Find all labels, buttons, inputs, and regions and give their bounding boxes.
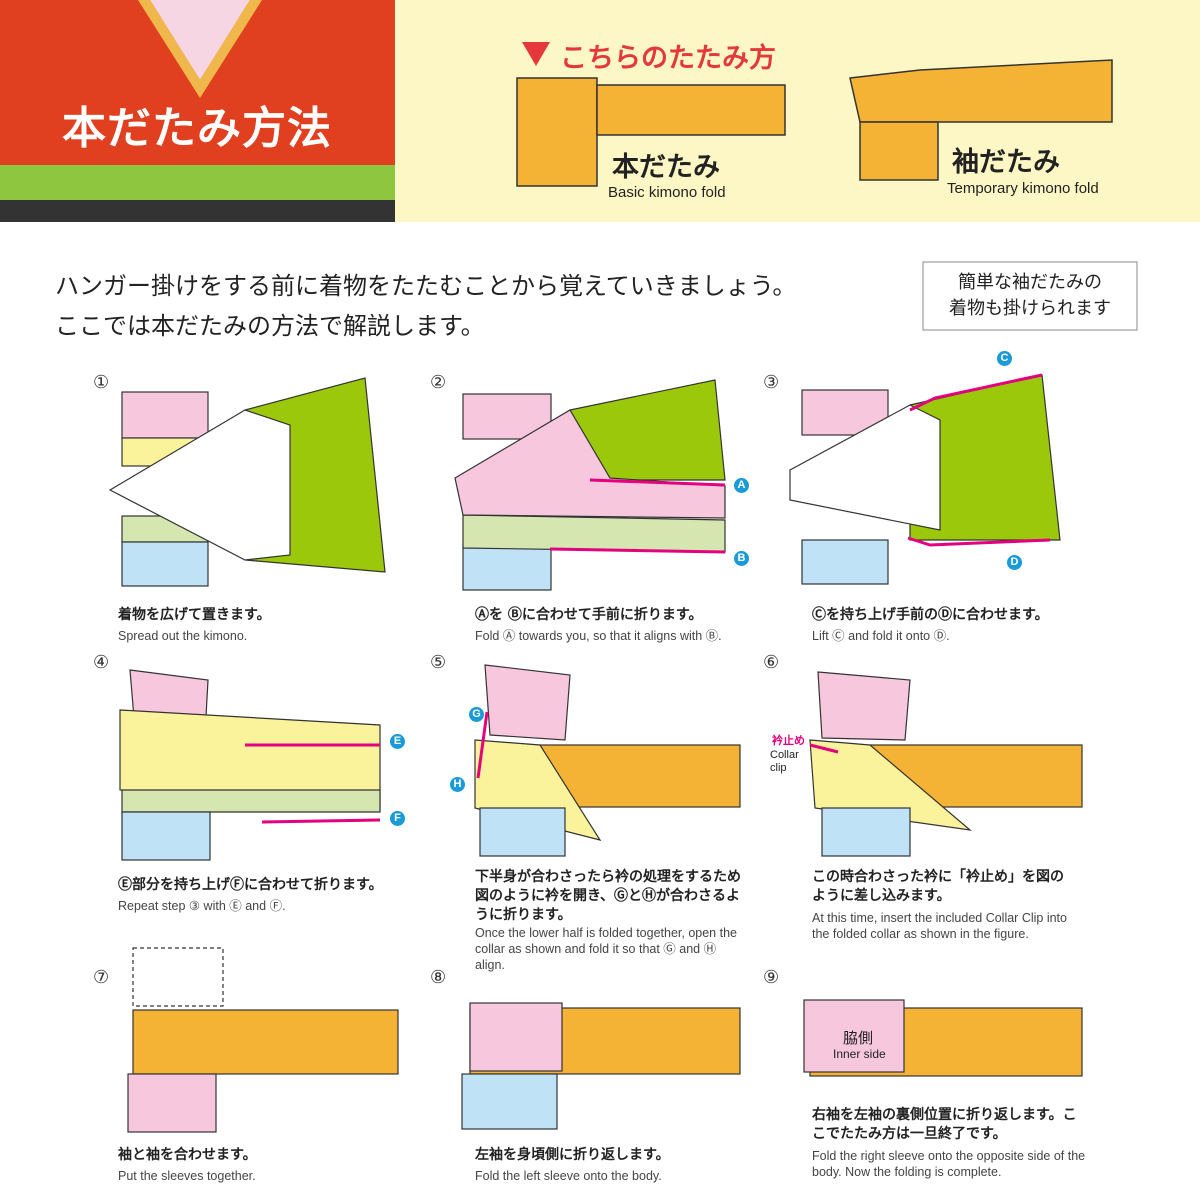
- basic-fold-en: Basic kimono fold: [608, 184, 726, 201]
- caption-en: Fold the right sleeve onto the opposite …: [812, 1149, 1086, 1179]
- step4-caption: Ⓔ部分を持ち上げⒻに合わせて折ります。 Repeat step ③ with Ⓔ…: [118, 876, 418, 914]
- caption-jp: Ⓒを持ち上げ手前のⒹに合わせます。: [812, 607, 1049, 623]
- caption-en: Spread out the kimono.: [118, 629, 248, 643]
- step6-caption: この時合わさった衿に「衿止め」を図のように差し込みます。 At this tim…: [812, 868, 1072, 942]
- caption-en: Lift Ⓒ and fold it onto Ⓓ.: [812, 629, 950, 643]
- step-number: ②: [430, 372, 447, 393]
- step8-illustration: [461, 1002, 741, 1130]
- inner-side-jp: 脇側: [843, 1029, 874, 1047]
- intro-line-1: ハンガー掛けをする前に着物をたたむことから覚えていきましょう。: [55, 272, 797, 300]
- step-number: ⑦: [93, 967, 110, 988]
- collar-clip-jp: 衿止め: [772, 734, 805, 747]
- step7-caption: 袖と袖を合わせます。 Put the sleeves together.: [118, 1146, 418, 1184]
- caption-jp: Ⓔ部分を持ち上げⒻに合わせて折ります。: [118, 877, 383, 893]
- caption-en: Once the lower half is folded together, …: [475, 926, 737, 972]
- step5-illustration: [474, 664, 741, 857]
- basic-fold-jp: 本だたみ: [612, 152, 720, 183]
- step9-illustration: [803, 999, 1083, 1077]
- caption-jp: 着物を広げて置きます。: [118, 607, 271, 623]
- step9-caption: 右袖を左袖の裏側位置に折り返します。ここでたたみ方は一旦終了です。 Fold t…: [812, 1106, 1087, 1180]
- caption-jp: この時合わさった衿に「衿止め」を図のように差し込みます。: [812, 869, 1064, 904]
- collar-clip-en: Collar clip: [770, 749, 799, 774]
- step-number: ③: [763, 372, 780, 393]
- step8-caption: 左袖を身頃側に折り返します。 Fold the left sleeve onto…: [475, 1146, 775, 1184]
- marker-b: B: [734, 551, 749, 566]
- temporary-fold-jp: 袖だたみ: [952, 147, 1060, 178]
- step4-illustration: [119, 669, 381, 861]
- step3-illustration: [789, 373, 1061, 585]
- step6-illustration: [809, 671, 1083, 857]
- marker-g: G: [469, 707, 484, 722]
- note-line-1: 簡単な袖だたみの: [958, 272, 1102, 293]
- step3-caption: Ⓒを持ち上げ手前のⒹに合わせます。 Lift Ⓒ and fold it ont…: [812, 606, 1112, 644]
- caption-jp: 袖と袖を合わせます。: [118, 1147, 257, 1163]
- step7-illustration: [127, 947, 399, 1133]
- note-text: 簡単な袖だたみの 着物も掛けられます: [923, 270, 1137, 322]
- step-number: ⑨: [763, 967, 780, 988]
- step-number: ①: [93, 372, 110, 393]
- caption-en: Repeat step ③ with Ⓔ and Ⓕ.: [118, 899, 286, 913]
- step1-caption: 着物を広げて置きます。 Spread out the kimono.: [118, 606, 418, 644]
- marker-c: C: [997, 351, 1012, 366]
- page-title: 本だたみ方法: [62, 103, 332, 154]
- caption-en: Fold Ⓐ towards you, so that it aligns wi…: [475, 629, 722, 643]
- caption-jp: 下半身が合わさったら衿の処理をするため図のように衿を開き、ⒼとⒽが合わさるように…: [475, 869, 741, 923]
- caption-jp: 右袖を左袖の裏側位置に折り返します。ここでたたみ方は一旦終了です。: [812, 1107, 1077, 1142]
- caption-jp: 左袖を身頃側に折り返します。: [475, 1147, 670, 1163]
- basic-fold-illustration: [516, 77, 786, 187]
- step2-illustration: [454, 379, 726, 591]
- marker-f: F: [390, 811, 405, 826]
- step-number: ⑧: [430, 967, 447, 988]
- note-box: [922, 261, 1138, 331]
- caption-jp: Ⓐを Ⓑに合わせて手前に折ります。: [475, 607, 703, 623]
- step5-caption: 下半身が合わさったら衿の処理をするため図のように衿を開き、ⒼとⒽが合わさるように…: [475, 868, 745, 973]
- step-number: ④: [93, 652, 110, 673]
- marker-h: H: [450, 777, 465, 792]
- caption-en: Put the sleeves together.: [118, 1169, 256, 1183]
- intro-line-2: ここでは本だたみの方法で解説します。: [55, 312, 485, 340]
- caption-en: At this time, insert the included Collar…: [812, 911, 1067, 941]
- note-line-2: 着物も掛けられます: [949, 298, 1111, 319]
- temporary-fold-illustration: [849, 59, 1113, 181]
- caption-en: Fold the left sleeve onto the body.: [475, 1169, 662, 1183]
- step-number: ⑤: [430, 652, 447, 673]
- marker-d: D: [1007, 555, 1022, 570]
- pointer-triangle-icon: [522, 42, 550, 66]
- kimono-collar-decoration: [0, 0, 395, 222]
- step-number: ⑥: [763, 652, 780, 673]
- inner-side-en: Inner side: [833, 1047, 886, 1061]
- marker-a: A: [734, 478, 749, 493]
- marker-e: E: [390, 734, 405, 749]
- this-method-label: こちらのたたみ方: [560, 43, 776, 74]
- temporary-fold-en: Temporary kimono fold: [947, 180, 1099, 197]
- step1-illustration: [108, 377, 386, 587]
- header-banner: 本だたみ方法: [0, 0, 395, 222]
- step2-caption: Ⓐを Ⓑに合わせて手前に折ります。 Fold Ⓐ towards you, so…: [475, 606, 775, 644]
